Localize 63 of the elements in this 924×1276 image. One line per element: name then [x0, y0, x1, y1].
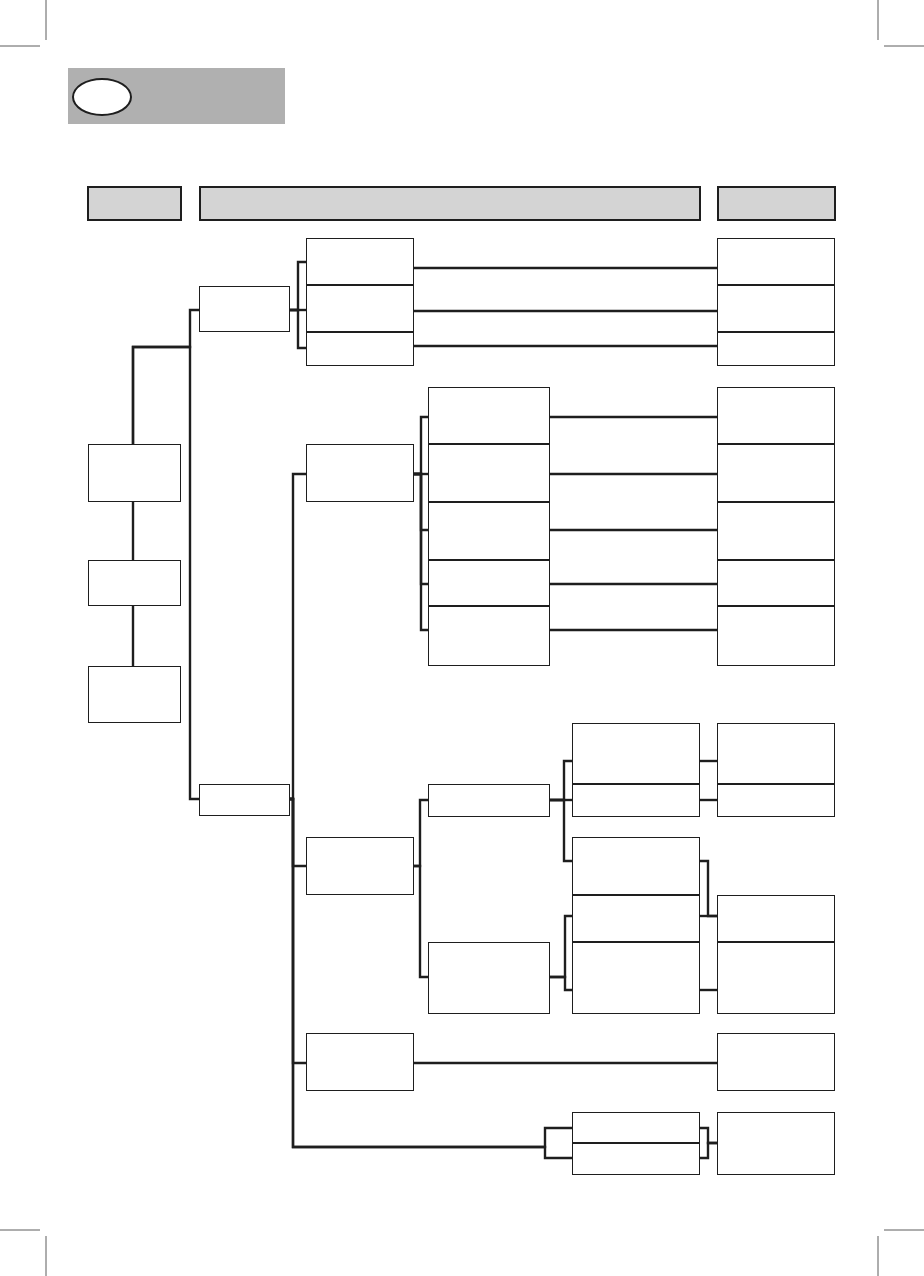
menu-box — [717, 285, 835, 332]
menu-box — [717, 238, 835, 285]
header-bar — [199, 186, 701, 221]
header-bar — [717, 186, 836, 221]
menu-box — [306, 444, 414, 502]
menu-box — [199, 286, 290, 332]
connector-line — [700, 1141, 717, 1160]
connector-line — [131, 345, 199, 801]
connector-line — [550, 975, 572, 992]
menu-box — [717, 784, 835, 817]
menu-box — [717, 1112, 835, 1175]
menu-box — [428, 560, 550, 606]
connector-line — [550, 472, 717, 476]
menu-box — [717, 723, 835, 784]
menu-box — [572, 723, 700, 784]
menu-box — [572, 895, 700, 942]
menu-box — [572, 1143, 700, 1175]
menu-box — [428, 387, 550, 444]
menu-box — [306, 837, 414, 895]
menu-box — [572, 942, 700, 1014]
menu-box — [717, 606, 835, 666]
title-banner — [68, 68, 285, 124]
connector-line — [550, 415, 717, 419]
connector-line — [414, 1061, 717, 1065]
connector-line — [131, 502, 135, 560]
menu-box — [572, 784, 700, 817]
menu-box — [88, 560, 181, 606]
oval-badge — [72, 78, 132, 116]
menu-box — [88, 666, 181, 723]
menu-box — [572, 1112, 700, 1143]
connector-line — [550, 628, 717, 632]
header-bar — [87, 186, 182, 221]
menu-box — [306, 332, 414, 366]
menu-box — [428, 444, 550, 502]
menu-box — [717, 895, 835, 942]
menu-box — [717, 387, 835, 444]
menu-box — [306, 238, 414, 285]
connector-line — [550, 582, 717, 586]
menu-box — [717, 444, 835, 502]
menu-box — [306, 1033, 414, 1091]
menu-box — [572, 837, 700, 895]
connector-line — [414, 309, 717, 313]
menu-box — [717, 942, 835, 1014]
menu-box — [717, 1033, 835, 1091]
menu-box — [428, 502, 550, 560]
menu-box — [88, 444, 181, 502]
connector-line — [414, 266, 717, 270]
menu-box — [717, 502, 835, 560]
menu-box — [428, 942, 550, 1014]
connector-line — [414, 864, 428, 979]
menu-box — [199, 784, 290, 816]
connector-line — [290, 308, 306, 350]
connector-line — [550, 798, 572, 863]
menu-box — [428, 784, 550, 817]
connector-line — [289, 472, 306, 801]
menu-box — [717, 560, 835, 606]
menu-box — [428, 606, 550, 666]
menu-box — [717, 332, 835, 366]
connector-line — [550, 528, 717, 532]
connector-line — [131, 606, 135, 666]
menu-box — [306, 285, 414, 332]
connector-line — [414, 344, 717, 348]
connector-line — [414, 472, 428, 632]
